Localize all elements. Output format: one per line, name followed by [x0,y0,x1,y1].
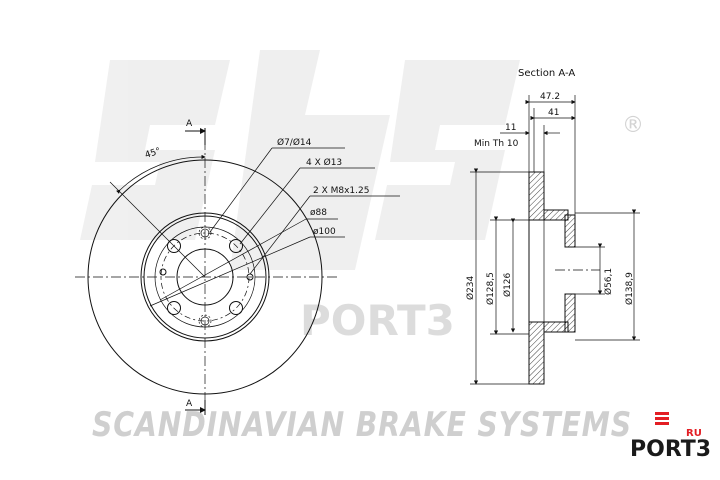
bolt-holes-label: 4 X Ø13 [306,157,342,168]
brand-tagline: SCANDINAVIAN BRAKE SYSTEMS [92,405,632,445]
min-thickness-label: Min Th 10 [474,139,519,149]
hat-inner-circle [143,215,267,339]
section-title: Section A-A [518,68,575,79]
bolt-hole-2 [229,239,243,253]
bolt-hole-1 [167,239,181,253]
dim-total-width: 47.2 [540,92,560,102]
hat-neck-top [543,209,569,221]
hat-neck-bottom [543,321,569,333]
front-view: 45° A A Ø7/Ø14 4 X Ø13 2 X M8x1.25 ø88 ø… [75,119,400,415]
dim-thickness: 11 [505,123,516,133]
section-marker-top: A [186,119,193,129]
bolt-hole-4 [229,301,243,315]
port3-watermark-text: PORT3 [300,296,455,345]
hole-label: Ø7/Ø14 [277,137,312,148]
bolt-hole-3 [167,301,181,315]
section-marker-bottom: A [186,399,193,409]
hat-flange-bottom [564,293,576,333]
port3-logo: PORT3 RU [630,412,711,462]
friction-ring-top [528,171,545,221]
dim-hat-height: 41 [548,108,559,118]
section-view: Section A-A 47.2 41 11 Min Th 10 [465,68,640,385]
port3-logo-suffix: RU [686,428,702,439]
thread-label: 2 X M8x1.25 [313,186,369,196]
dia-hub-outer: Ø128,5 [485,272,496,305]
piston-icon [655,412,669,425]
registered-mark: ® [622,113,644,138]
thread-hole-top [200,228,210,238]
angle-arc [116,154,206,194]
hub-label: ø100 [313,227,336,237]
friction-ring-bottom [528,321,545,385]
pcd-label: ø88 [310,208,327,218]
dia-center-bore: Ø56,1 [603,268,614,295]
pcd-circle [160,232,250,322]
dia-hub-inner: Ø126 [502,272,513,297]
hat-flange-top [564,214,576,248]
angle-label: 45° [144,146,162,160]
dia-hat: Ø138,9 [624,272,635,305]
center-bore-circle [176,248,234,306]
hat-outer-circle [140,212,270,342]
dia-outer: Ø234 [465,275,476,300]
thread-hole-bottom [200,316,210,326]
sbs-watermark: ® PORT3 [80,50,644,345]
angle-ref-line [109,181,206,278]
pin-hole-left [159,268,167,276]
port3-logo-text: PORT3 [630,437,711,462]
